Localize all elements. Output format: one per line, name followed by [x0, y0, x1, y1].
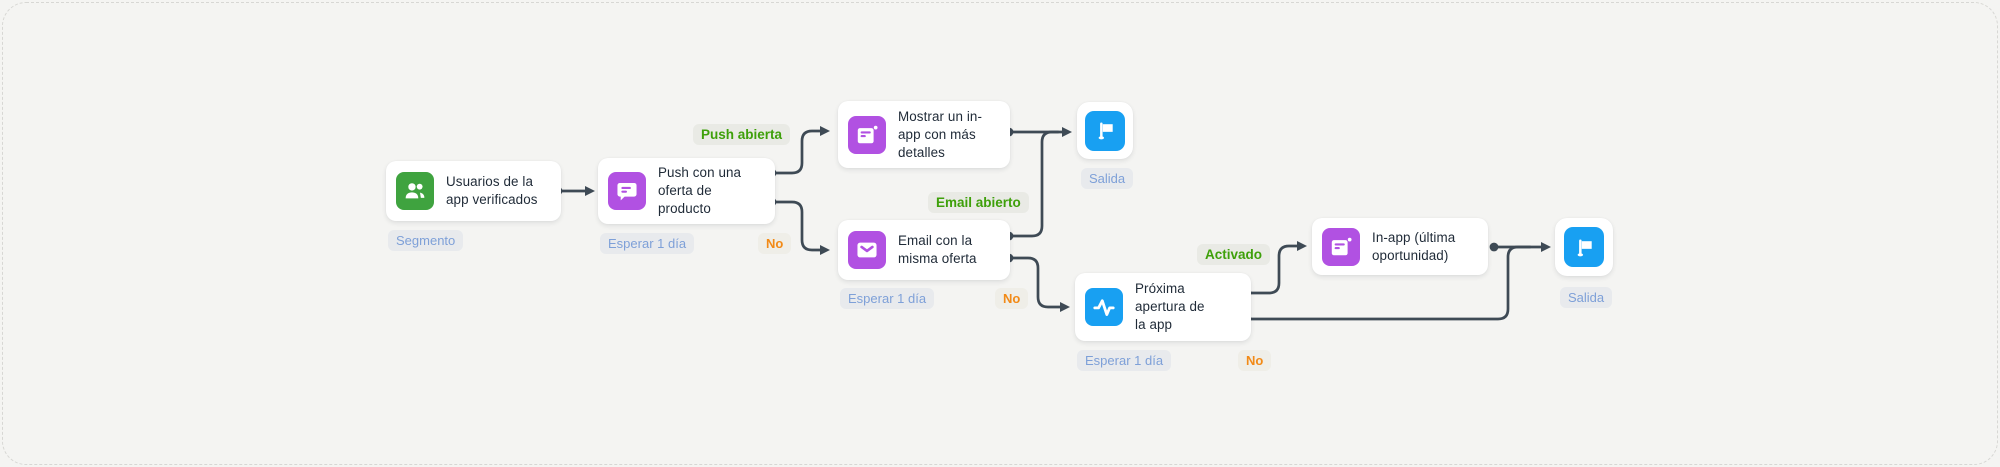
push-notification-icon [608, 172, 646, 210]
node-title: In-app (última oportunidad) [1372, 229, 1456, 263]
node-title: Usuarios de la app verificados [446, 174, 538, 207]
exit-node[interactable] [1555, 218, 1613, 276]
node-inapp-last-chance[interactable]: In-app (última oportunidad) [1312, 218, 1488, 275]
node-title: Email con la misma oferta [898, 233, 977, 266]
in-app-message-icon [1322, 227, 1360, 266]
email-icon [848, 231, 886, 269]
branch-yes-label-activated: Activado [1197, 244, 1271, 265]
exit-badge: Salida [1560, 287, 1613, 308]
branch-no-label: No [1238, 350, 1272, 371]
segment-type-badge: Segmento [388, 230, 464, 251]
branch-yes-label-push: Push abierta [693, 124, 791, 145]
node-show-inapp[interactable]: Mostrar un in- app con más detalles [838, 101, 1010, 168]
in-app-message-icon [848, 115, 886, 154]
exit-flag-icon [1085, 110, 1125, 151]
wait-badge: Esperar 1 día [600, 233, 695, 254]
exit-badge: Salida [1081, 168, 1134, 189]
branch-no-label: No [995, 288, 1029, 309]
audience-icon [396, 172, 434, 210]
node-email-offer[interactable]: Email con la misma oferta [838, 220, 1010, 280]
app-open-trigger-icon [1085, 288, 1123, 326]
exit-flag-icon [1564, 227, 1604, 267]
node-title: Mostrar un in- app con más detalles [898, 108, 982, 160]
branch-no-label: No [758, 233, 792, 254]
branch-yes-label-email: Email abierto [928, 192, 1029, 213]
wait-badge: Esperar 1 día [840, 288, 935, 309]
node-title: Push con una oferta de producto [658, 165, 742, 216]
node-next-app-open[interactable]: Próxima apertura de la app [1075, 273, 1251, 341]
node-segment[interactable]: Usuarios de la app verificados [386, 161, 561, 221]
node-push-offer[interactable]: Push con una oferta de producto [598, 158, 775, 224]
exit-node[interactable] [1077, 102, 1133, 159]
wait-badge: Esperar 1 día [1077, 350, 1172, 371]
node-title: Próxima apertura de la app [1135, 281, 1205, 332]
